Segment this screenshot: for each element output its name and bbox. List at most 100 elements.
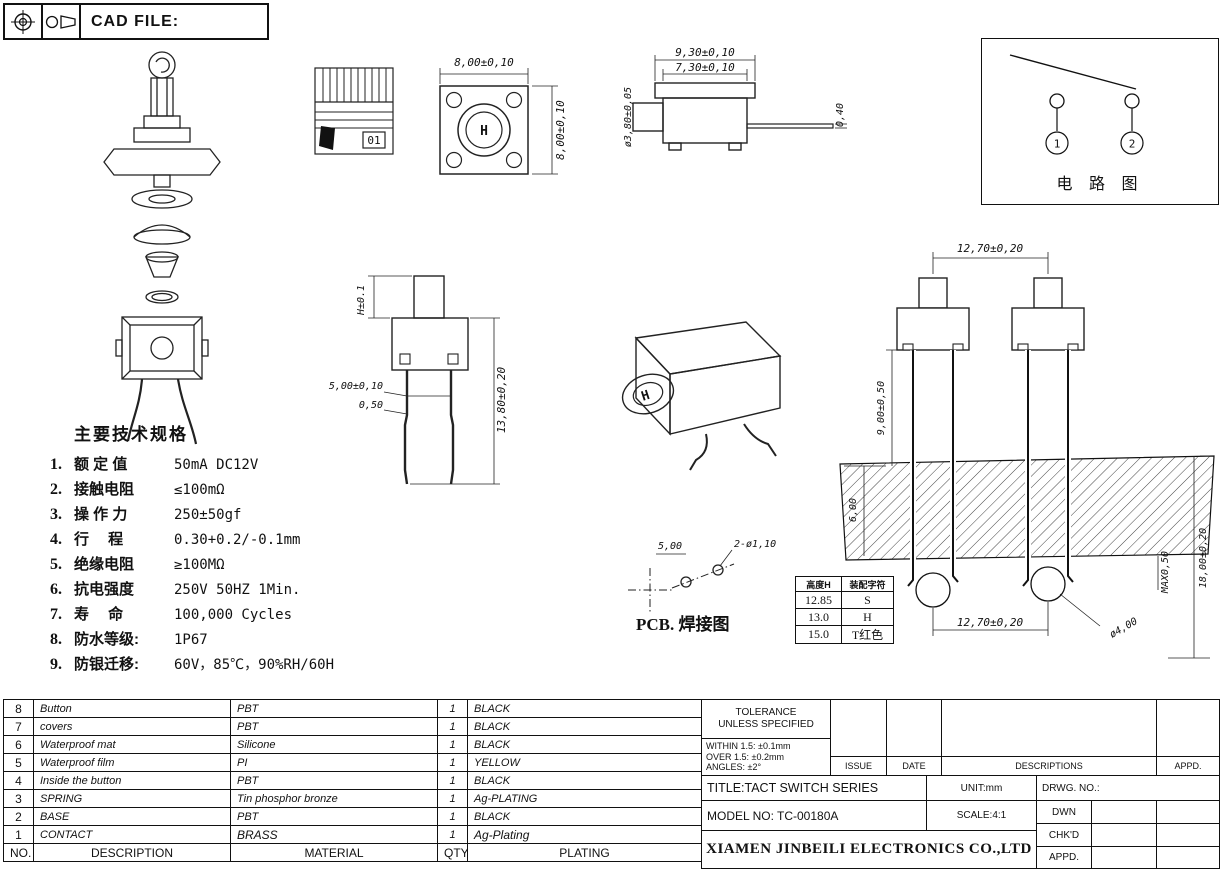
- height-value: 13.0: [795, 608, 842, 626]
- bom-table: 8 Button PBT 1 BLACK 7 covers PBT 1 BLAC…: [3, 699, 702, 862]
- empty-cell: [1091, 846, 1157, 869]
- dim-top-width: 8,00±0,10: [454, 56, 514, 69]
- bom-no: 7: [3, 717, 34, 736]
- pattern-side-view-drawing: 01: [314, 67, 394, 155]
- empty-cell: [941, 699, 1157, 757]
- tolerance-line2: UNLESS SPECIFIED: [718, 719, 814, 730]
- panel-hole: [1030, 566, 1066, 602]
- dim-flange-width: 9,30±0,10: [675, 46, 735, 59]
- empty-cell: [1156, 699, 1220, 757]
- spec-number: 4.: [50, 531, 62, 548]
- spec-value: 250±50gf: [174, 507, 242, 523]
- spec-value: 100,000 Cycles: [174, 607, 293, 623]
- spec-number: 9.: [50, 656, 62, 673]
- bom-qty: 1: [437, 825, 468, 844]
- dim-button-height: H±0.1: [356, 285, 367, 316]
- drawing-title: TITLE:TACT SWITCH SERIES: [701, 775, 927, 801]
- bom-header-description: DESCRIPTION: [33, 843, 231, 862]
- spec-item: 2.接触电阻≤100mΩ: [50, 478, 390, 503]
- bom-plating: Ag-Plating: [467, 825, 702, 844]
- model-number-cell: MODEL NO: TC-00180A: [701, 800, 927, 831]
- spec-value: ≤100mΩ: [174, 482, 225, 498]
- bom-no: 6: [3, 735, 34, 754]
- bom-no: 5: [3, 753, 34, 772]
- bom-row: 6 Waterproof mat Silicone 1 BLACK: [3, 735, 702, 754]
- tolerance-over: OVER 1.5: ±0.2mm: [706, 751, 784, 762]
- bom-row: 3 SPRING Tin phosphor bronze 1 Ag-PLATIN…: [3, 789, 702, 808]
- bom-plating: BLACK: [467, 717, 702, 736]
- bom-description: BASE: [33, 807, 231, 826]
- bom-plating: Ag-PLATING: [467, 789, 702, 808]
- panel-mount-drawing: 12,70±0,20 9,00±0,50 6,00 MAX0,50 18,00±…: [839, 242, 1215, 659]
- scale-cell: SCALE:4:1: [926, 800, 1037, 831]
- bom-row: 8 Button PBT 1 BLACK: [3, 699, 702, 718]
- bom-row: 5 Waterproof film PI 1 YELLOW: [3, 753, 702, 772]
- bom-material: Tin phosphor bronze: [230, 789, 438, 808]
- bom-plating: BLACK: [467, 699, 702, 718]
- empty-cell: [830, 699, 887, 757]
- code-value: S: [841, 591, 894, 609]
- dim-pad-holes: 2-ø1,10: [734, 539, 776, 550]
- spec-label: 抗电强度: [74, 581, 135, 598]
- spec-number: 6.: [50, 581, 62, 598]
- company-name: XIAMEN JINBEILI ELECTRONICS CO.,LTD: [701, 830, 1037, 869]
- height-row: 13.0 H: [795, 608, 894, 626]
- side-view-drawing: 9,30±0,10 7,30±0,10 0,40 ø3,80±0,05: [623, 46, 847, 151]
- bom-qty: 1: [437, 789, 468, 808]
- spec-label: 防水等级:: [74, 631, 139, 648]
- date-col-header: DATE: [886, 756, 942, 776]
- title-block: TOLERANCE UNLESS SPECIFIED WITHIN 1.5: ±…: [701, 699, 1220, 869]
- spec-item: 5.绝缘电阻≥100MΩ: [50, 553, 390, 578]
- bom-description: Inside the button: [33, 771, 231, 790]
- height-col-header: 高度H: [795, 576, 842, 592]
- empty-cell: [1091, 800, 1157, 824]
- chkd-cell: CHK'D: [1036, 823, 1092, 847]
- button-letter: H: [640, 388, 652, 405]
- bom-header-plating: PLATING: [467, 843, 702, 862]
- bom-description: CONTACT: [33, 825, 231, 844]
- tolerance-values: WITHIN 1.5: ±0.1mm OVER 1.5: ±0.2mm ANGL…: [701, 738, 831, 776]
- bom-description: SPRING: [33, 789, 231, 808]
- empty-cell: [1091, 823, 1157, 847]
- bom-no: 2: [3, 807, 34, 826]
- switch-lever-line: [1009, 54, 1137, 90]
- spec-label: 操 作 力: [74, 506, 128, 523]
- spec-label: 行 程: [74, 531, 124, 548]
- dim-protrusion: MAX0,50: [1160, 551, 1171, 594]
- empty-cell: [1156, 823, 1220, 847]
- empty-cell: [1156, 846, 1220, 869]
- button-letter: H: [480, 124, 488, 139]
- bom-qty: 1: [437, 735, 468, 754]
- dim-hole-spacing: 12,70±0,20: [957, 616, 1024, 629]
- bom-material: PBT: [230, 699, 438, 718]
- bom-row: 2 BASE PBT 1 BLACK: [3, 807, 702, 826]
- spec-number: 5.: [50, 556, 62, 573]
- dim-body-width: 7,30±0,10: [675, 61, 735, 74]
- panel-hole: [915, 572, 951, 608]
- bom-header-no: NO.: [3, 843, 34, 862]
- bom-plating: YELLOW: [467, 753, 702, 772]
- dim-top-height: 8,00±0,10: [554, 100, 567, 160]
- dim-leg-width: 0,50: [359, 400, 383, 411]
- spec-label: 额 定 值: [74, 456, 128, 473]
- bom-description: covers: [33, 717, 231, 736]
- spec-number: 2.: [50, 481, 62, 498]
- pcb-pattern-label: PCB. 焊接图: [636, 615, 730, 634]
- spec-value: 60V，85℃，90%RH/60H: [174, 657, 335, 673]
- bom-material: PBT: [230, 717, 438, 736]
- bom-row: 4 Inside the button PBT 1 BLACK: [3, 771, 702, 790]
- descriptions-col-header: DESCRIPTIONS: [941, 756, 1157, 776]
- bom-material: PBT: [230, 771, 438, 790]
- spec-value: 50mA DC12V: [174, 457, 259, 473]
- dim-depth: 18,00±0,20: [1198, 528, 1209, 588]
- tolerance-line1: TOLERANCE: [735, 707, 797, 718]
- code-col-header: 装配字符: [841, 576, 894, 592]
- dwn-cell: DWN: [1036, 800, 1092, 824]
- bom-header-row: NO. DESCRIPTION MATERIAL QTY PLATING: [3, 843, 702, 862]
- dim-standoff: 9,00±0,50: [876, 381, 887, 435]
- appd-col-header: APPD.: [1156, 756, 1220, 776]
- bom-material: PBT: [230, 807, 438, 826]
